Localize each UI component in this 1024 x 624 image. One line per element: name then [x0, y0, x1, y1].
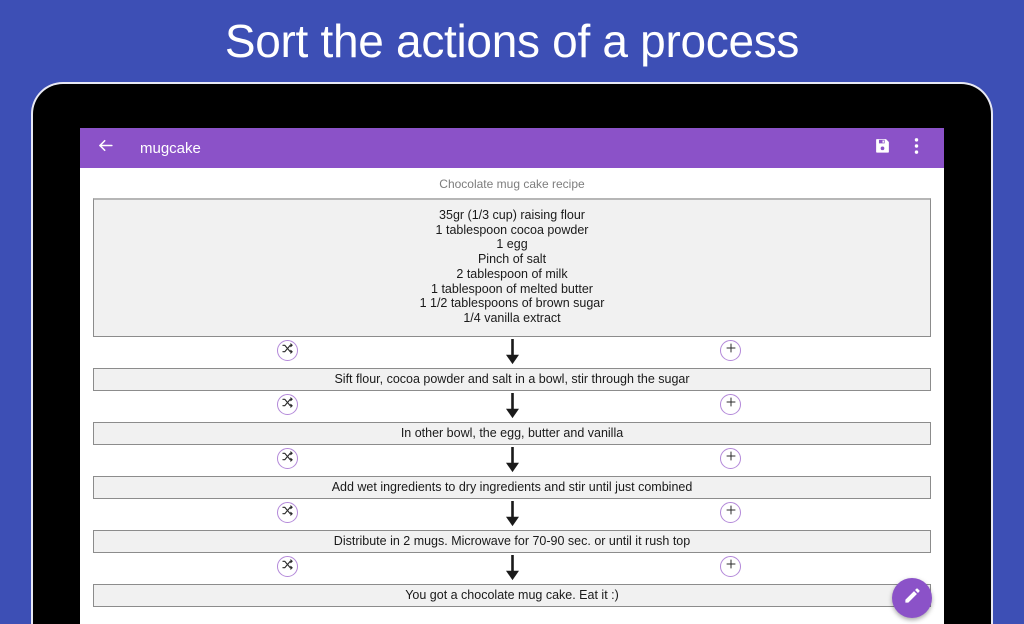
- recipe-title: Chocolate mug cake recipe: [439, 177, 585, 191]
- shuffle-button[interactable]: [277, 501, 298, 523]
- add-step-button[interactable]: [720, 501, 741, 523]
- recipe-content: Chocolate mug cake recipe 35gr (1/3 cup)…: [80, 168, 944, 624]
- ingredient-line: 1 tablespoon of melted butter: [431, 281, 593, 296]
- save-icon: [874, 137, 891, 159]
- plus-icon: [725, 341, 737, 359]
- app-bar-title: mugcake: [140, 139, 201, 157]
- ingredient-line: Pinch of salt: [477, 252, 547, 267]
- tablet-device-frame: mugcake: [33, 84, 991, 624]
- step-box[interactable]: In other bowl, the egg, butter and vanil…: [93, 421, 931, 445]
- step-text: Sift flour, cocoa powder and salt in a b…: [334, 372, 690, 387]
- step-box[interactable]: Sift flour, cocoa powder and salt in a b…: [93, 367, 931, 391]
- shuffle-button[interactable]: [277, 339, 298, 361]
- save-button[interactable]: [868, 134, 896, 162]
- connector-row: [93, 499, 931, 530]
- shuffle-icon: [282, 557, 293, 575]
- arrow-down-icon: [93, 392, 931, 419]
- step-text: You got a chocolate mug cake. Eat it :): [405, 588, 619, 603]
- pencil-icon: [903, 586, 922, 610]
- step-text: In other bowl, the egg, butter and vanil…: [400, 426, 624, 441]
- arrow-left-icon: [96, 136, 115, 160]
- step-box[interactable]: You got a chocolate mug cake. Eat it :): [93, 583, 931, 607]
- ingredient-line: 1 tablespoon cocoa powder: [435, 222, 589, 237]
- arrow-down-icon: [93, 554, 931, 581]
- step-box[interactable]: Add wet ingredients to dry ingredients a…: [93, 475, 931, 499]
- add-step-button[interactable]: [720, 393, 741, 415]
- plus-icon: [725, 449, 737, 467]
- plus-icon: [725, 503, 737, 521]
- overflow-menu-button[interactable]: [902, 134, 930, 162]
- promo-headline: Sort the actions of a process: [224, 15, 800, 67]
- plus-icon: [725, 395, 737, 413]
- step-box[interactable]: Distribute in 2 mugs. Microwave for 70-9…: [93, 529, 931, 553]
- arrow-down-icon: [93, 338, 931, 365]
- ingredient-line: 35gr (1/3 cup) raising flour: [439, 208, 585, 222]
- arrow-down-icon: [93, 500, 931, 527]
- add-step-button[interactable]: [720, 555, 741, 577]
- shuffle-icon: [282, 503, 293, 521]
- app-bar: mugcake: [80, 128, 944, 168]
- step-text: Add wet ingredients to dry ingredients a…: [331, 480, 693, 495]
- shuffle-icon: [282, 341, 293, 359]
- plus-icon: [725, 557, 737, 575]
- shuffle-icon: [282, 395, 293, 413]
- overflow-menu-icon: [914, 137, 919, 160]
- connector-row: [93, 337, 931, 368]
- step-text: Distribute in 2 mugs. Microwave for 70-9…: [333, 534, 691, 549]
- shuffle-icon: [282, 449, 293, 467]
- shuffle-button[interactable]: [277, 393, 298, 415]
- ingredient-line: 1 egg: [496, 237, 528, 252]
- add-step-button[interactable]: [720, 447, 741, 469]
- connector-row: [93, 391, 931, 422]
- add-step-button[interactable]: [720, 339, 741, 361]
- back-button[interactable]: [92, 135, 118, 161]
- ingredient-line: 1 1/2 tablespoons of brown sugar: [419, 296, 605, 311]
- ingredient-line: 2 tablespoon of milk: [456, 266, 568, 281]
- ingredient-line: 1/4 vanilla extract: [463, 310, 561, 325]
- ingredients-card[interactable]: 35gr (1/3 cup) raising flour 1 tablespoo…: [93, 198, 931, 337]
- tablet-screen: mugcake: [80, 128, 944, 624]
- connector-row: [93, 445, 931, 476]
- shuffle-button[interactable]: [277, 555, 298, 577]
- arrow-down-icon: [93, 446, 931, 473]
- shuffle-button[interactable]: [277, 447, 298, 469]
- connector-row: [93, 553, 931, 584]
- edit-fab[interactable]: [892, 578, 932, 618]
